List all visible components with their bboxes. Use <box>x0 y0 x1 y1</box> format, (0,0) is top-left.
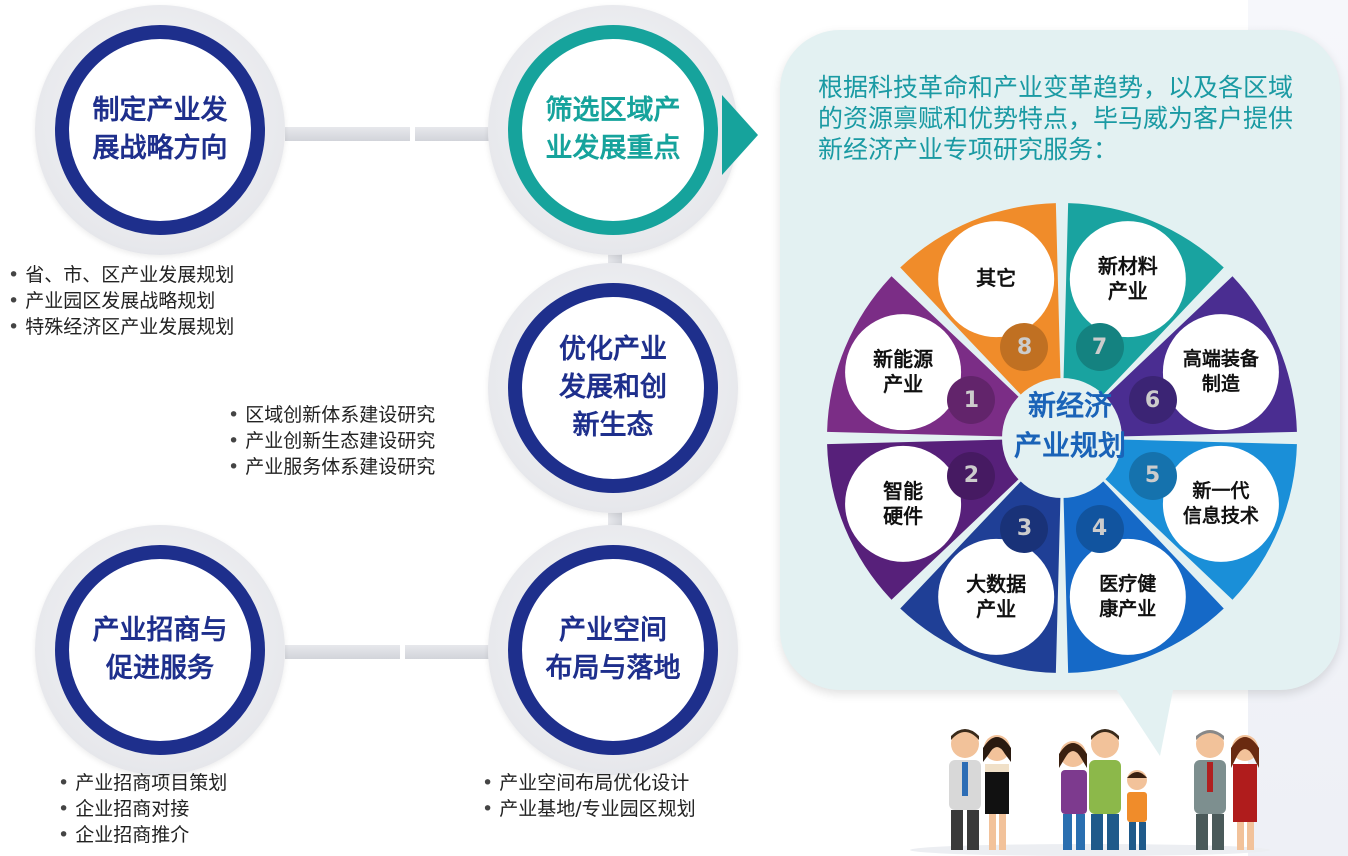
petal-number-8: 8 <box>1000 323 1049 372</box>
step-3-circle: 优化产业 发展和创 新生态 <box>488 263 738 513</box>
petal-circle-4 <box>1069 538 1186 655</box>
step-5-circle: 产业招商与 促进服务 <box>35 525 285 775</box>
petal-number-1: 1 <box>947 376 996 425</box>
arrow-right-icon <box>722 95 758 175</box>
petal-circle-7 <box>1069 221 1186 338</box>
step-3-title: 优化产业 发展和创 新生态 <box>559 334 667 441</box>
petal-number-3: 3 <box>1000 504 1049 553</box>
step-3-ring: 优化产业 发展和创 新生态 <box>508 283 718 493</box>
step-4-ring: 产业空间 布局与落地 <box>508 545 718 755</box>
list-item: 产业空间布局优化设计 <box>482 770 696 796</box>
step-4-circle: 产业空间 布局与落地 <box>488 525 738 775</box>
petal-label-5: 新一代 信息技术 <box>1182 479 1259 527</box>
petal-number-7: 7 <box>1075 323 1124 372</box>
petal-label-6: 高端装备 制造 <box>1182 348 1259 396</box>
step-3-list: 区域创新体系建设研究 产业创新生态建设研究 产业服务体系建设研究 <box>228 402 435 480</box>
list-item: 产业园区发展战略规划 <box>8 288 234 314</box>
petal-circle-3 <box>938 538 1055 655</box>
connector-1-2b <box>415 127 500 141</box>
petal-label-1: 新能源 产业 <box>873 347 934 397</box>
list-item: 区域创新体系建设研究 <box>228 402 435 428</box>
petal-label-7: 新材料 产业 <box>1097 254 1158 304</box>
connector-1-2 <box>285 127 410 141</box>
list-item: 特殊经济区产业发展规划 <box>8 314 234 340</box>
center-disc <box>1002 378 1122 498</box>
connector-4-5b <box>405 645 495 659</box>
petal-circle-5 <box>1162 445 1279 562</box>
step-2-circle: 筛选区域产 业发展重点 <box>488 5 738 255</box>
step-4-list: 产业空间布局优化设计 产业基地/专业园区规划 <box>482 770 696 822</box>
list-item: 产业创新生态建设研究 <box>228 428 435 454</box>
list-item: 产业招商项目策划 <box>58 770 227 796</box>
petal-number-6: 6 <box>1128 376 1177 425</box>
petal-label-2: 智能 硬件 <box>883 478 924 528</box>
petal-circle-2 <box>845 445 962 562</box>
petal-number-4: 4 <box>1075 504 1124 553</box>
petal-circle-6 <box>1162 314 1279 431</box>
list-item: 企业招商推介 <box>58 822 227 848</box>
list-item: 企业招商对接 <box>58 796 227 822</box>
step-5-list: 产业招商项目策划 企业招商对接 企业招商推介 <box>58 770 227 848</box>
step-2-ring: 筛选区域产 业发展重点 <box>508 25 718 235</box>
step-5-ring: 产业招商与 促进服务 <box>55 545 265 755</box>
bubble-text: 根据科技革命和产业变革趋势，以及各区域的资源禀赋和优势特点，毕马威为客户提供新经… <box>818 73 1294 164</box>
petal-label-4: 医疗健 康产业 <box>1099 572 1157 620</box>
center-title: 新经济 产业规划 <box>1013 389 1126 462</box>
step-2-title: 筛选区域产 业发展重点 <box>545 95 681 164</box>
list-item: 产业服务体系建设研究 <box>228 454 435 480</box>
connector-4-5 <box>285 645 400 659</box>
people-illustration <box>910 729 1270 856</box>
petal-circle-1 <box>845 314 962 431</box>
list-item: 产业基地/专业园区规划 <box>482 796 695 822</box>
petal-number-2: 2 <box>947 451 996 500</box>
step-4-title: 产业空间 布局与落地 <box>545 615 681 684</box>
bubble-tail <box>1110 680 1175 756</box>
step-5-title: 产业招商与 促进服务 <box>92 615 228 684</box>
step-1-circle: 制定产业发 展战略方向 <box>35 5 285 255</box>
step-1-title: 制定产业发 展战略方向 <box>92 95 228 164</box>
petal-number-5: 5 <box>1128 451 1177 500</box>
list-item: 省、市、区产业发展规划 <box>8 262 234 288</box>
petal-label-3: 大数据 产业 <box>966 571 1027 621</box>
step-1-ring: 制定产业发 展战略方向 <box>55 25 265 235</box>
step-1-list: 省、市、区产业发展规划 产业园区发展战略规划 特殊经济区产业发展规划 <box>8 262 234 340</box>
petal-circle-8 <box>938 221 1055 338</box>
petal-label-8: 其它 <box>976 266 1017 291</box>
